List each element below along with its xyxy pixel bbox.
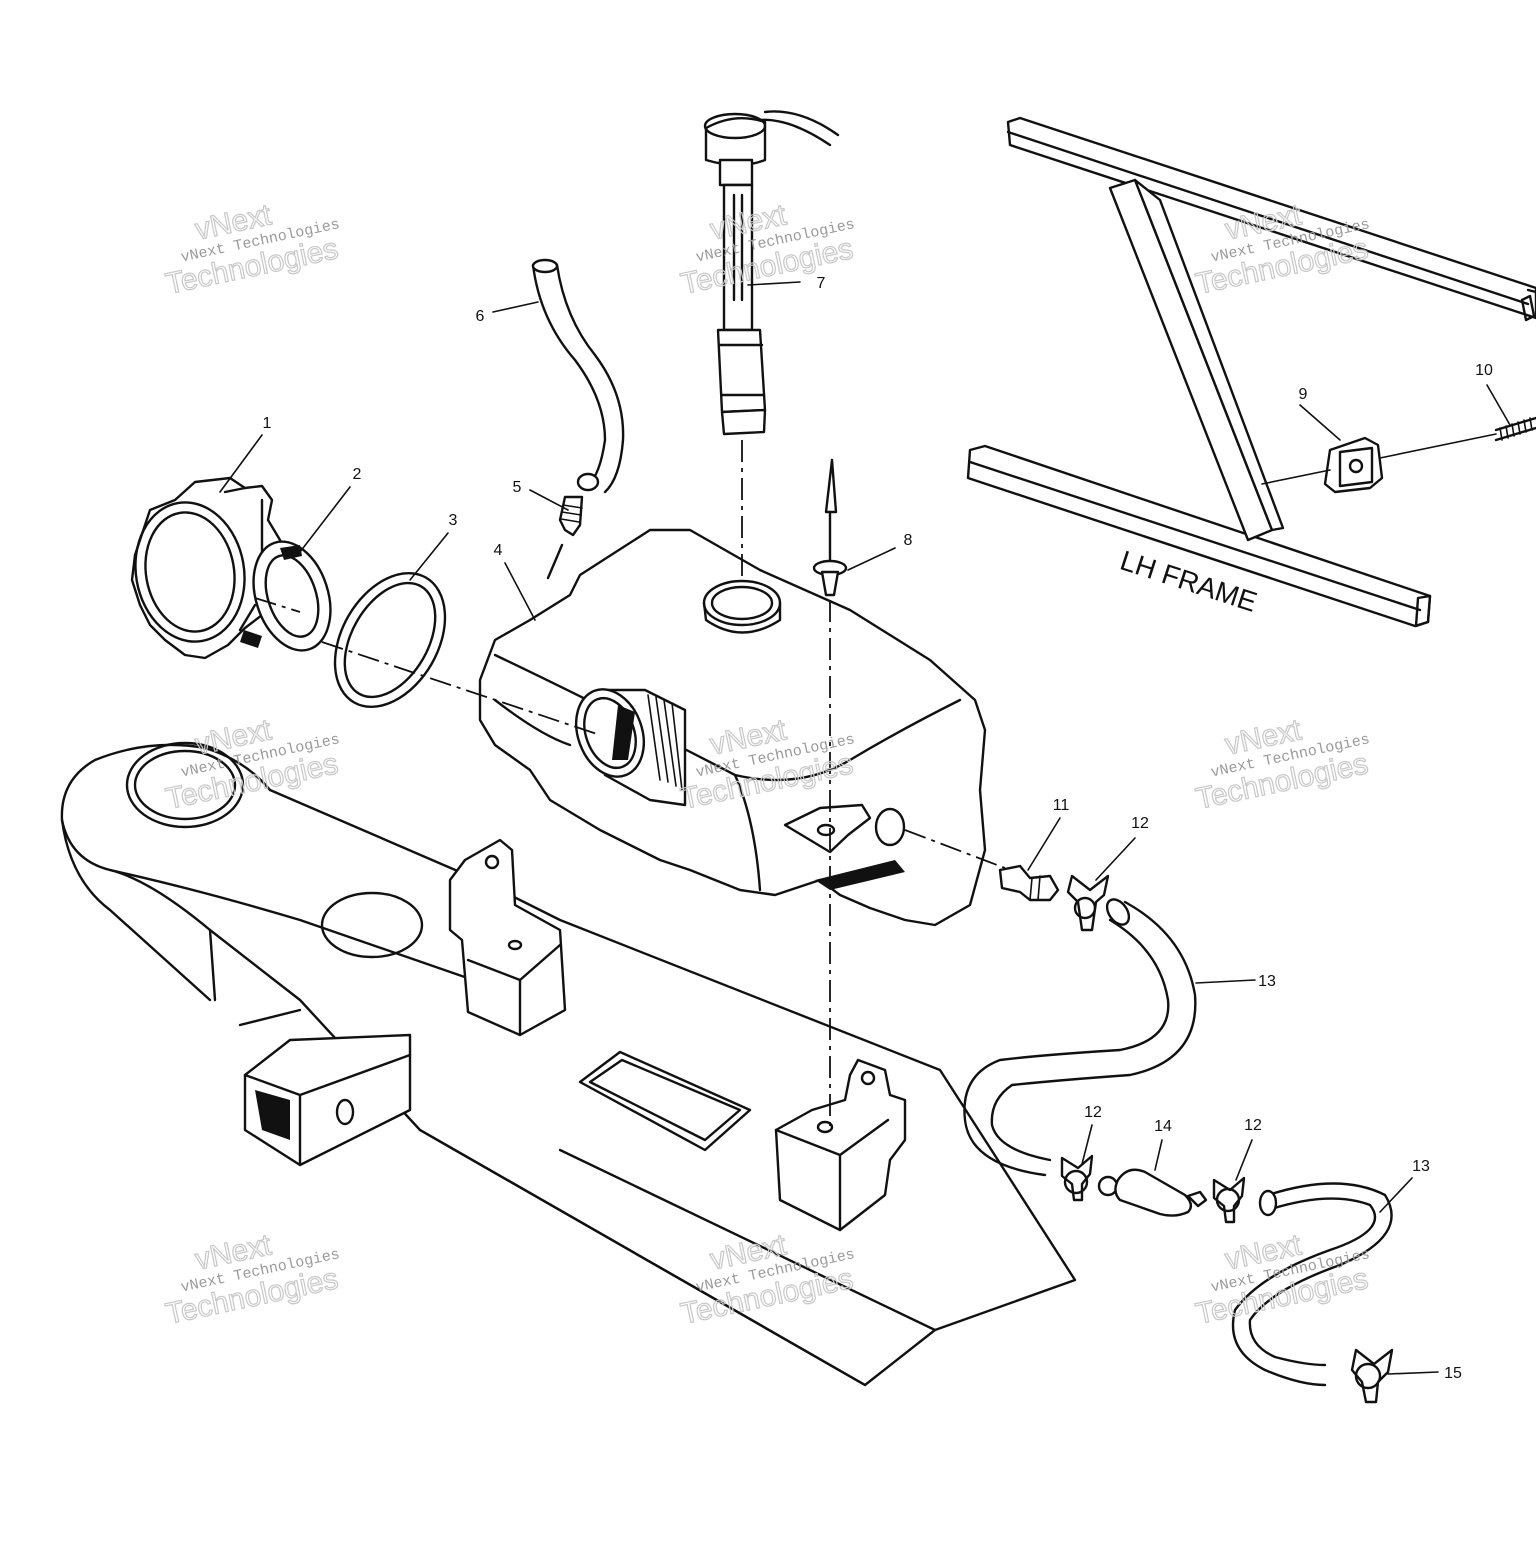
swing-arm xyxy=(60,741,1077,1387)
oil-hose-upper xyxy=(963,898,1197,1177)
cap-ring xyxy=(240,540,332,652)
callout-12-upper: 12 xyxy=(1131,815,1149,832)
callout-13-upper: 13 xyxy=(1258,973,1276,990)
inline-filter xyxy=(1097,1168,1208,1217)
clamp-end xyxy=(1350,1348,1394,1404)
gasket xyxy=(333,571,447,709)
oil-hose-lower xyxy=(1231,1182,1393,1387)
watermark-2: vNext vNext Technologies Technologies xyxy=(677,198,856,302)
watermark-1: vNext vNext Technologies Technologies xyxy=(162,198,341,302)
lh-frame: LH FRAME xyxy=(966,116,1536,628)
callout-8: 8 xyxy=(904,532,913,549)
clamp-lower-right xyxy=(1212,1176,1246,1224)
clamp-upper xyxy=(1066,874,1110,932)
callouts: 1 2 3 4 5 6 7 8 9 10 11 12 13 12 14 12 1… xyxy=(263,275,1493,1382)
callout-15: 15 xyxy=(1444,1365,1462,1382)
callout-14: 14 xyxy=(1154,1118,1172,1135)
callout-4: 4 xyxy=(494,542,503,559)
callout-11: 11 xyxy=(1053,797,1070,814)
watermark-9: vNext vNext Technologies Technologies xyxy=(1192,1228,1371,1332)
callout-7: 7 xyxy=(817,275,826,292)
gas-cap xyxy=(130,476,284,660)
frame-clip xyxy=(1323,436,1384,494)
vent-hose xyxy=(531,258,625,494)
watermark-7: vNext vNext Technologies Technologies xyxy=(162,1228,341,1332)
callout-2: 2 xyxy=(353,466,362,483)
oil-tank xyxy=(478,528,987,927)
vent-fitting xyxy=(546,495,584,580)
leader-lines xyxy=(219,281,1511,1375)
spring xyxy=(1261,416,1536,485)
watermark-6: vNext vNext Technologies Technologies xyxy=(1192,713,1371,817)
callout-3: 3 xyxy=(449,512,458,529)
assembly-lines xyxy=(254,440,1006,1130)
callout-13-lower: 13 xyxy=(1412,1158,1430,1175)
callout-6: 6 xyxy=(476,308,485,325)
grommet xyxy=(812,458,848,597)
clamp-lower-left xyxy=(1060,1154,1094,1202)
callout-12-left: 12 xyxy=(1084,1104,1102,1121)
outlet-fitting xyxy=(998,864,1060,902)
callout-1: 1 xyxy=(263,415,272,432)
callout-5: 5 xyxy=(513,479,522,496)
callout-12-right: 12 xyxy=(1244,1117,1262,1134)
callout-9: 9 xyxy=(1299,386,1308,403)
dipstick xyxy=(703,110,840,436)
callout-10: 10 xyxy=(1475,362,1493,379)
